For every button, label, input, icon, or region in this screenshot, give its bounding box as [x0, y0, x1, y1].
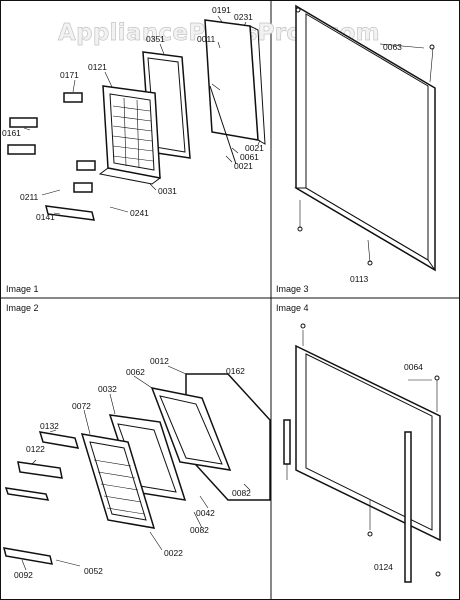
panel2-front-frame-inner — [89, 441, 147, 521]
callout-0231: 0231 — [234, 12, 253, 22]
screw-3d — [295, 7, 301, 13]
callout-0162: 0162 — [226, 366, 245, 376]
callout-0124: 0124 — [374, 562, 393, 572]
door-frame-side — [98, 167, 162, 185]
callout-0031: 0031 — [158, 186, 177, 196]
callout-0011: 0011 — [197, 34, 216, 44]
caption-image-1: Image 1 — [6, 284, 39, 294]
callout-0171: 0171 — [60, 70, 79, 80]
callout-0063: 0063 — [383, 42, 402, 52]
callout-0021-upper: 0021 — [245, 143, 264, 153]
image2-exploded-view — [2, 365, 271, 571]
callout-0121: 0121 — [88, 62, 107, 72]
part-bin-c — [76, 160, 96, 171]
image4-cabinet-frame — [283, 323, 441, 583]
callout-0141: 0141 — [36, 212, 55, 222]
frame3-bottom — [294, 187, 436, 271]
callout-0072: 0072 — [72, 401, 91, 411]
callout-0062: 0062 — [126, 367, 145, 377]
callout-0161: 0161 — [2, 128, 21, 138]
image3-cabinet-frame — [294, 4, 436, 272]
screw-3a — [297, 226, 303, 232]
callout-0092: 0092 — [14, 570, 33, 580]
callout-0082-right: 0082 — [232, 488, 251, 498]
frame4-inner — [305, 353, 433, 531]
part-0161-bin-b — [7, 144, 36, 155]
part-0161-bin-a — [9, 117, 38, 128]
callout-0351: 0351 — [146, 34, 165, 44]
callout-0132: 0132 — [40, 421, 59, 431]
screw-4a — [300, 323, 306, 329]
frame4-outer — [295, 344, 441, 542]
panel2-gasket — [150, 386, 232, 471]
part-0141-rail — [45, 205, 95, 221]
callout-0241: 0241 — [130, 208, 149, 218]
panel2-shelves — [93, 459, 145, 515]
image1-exploded-view — [7, 15, 266, 221]
panel2-gasket-inner — [159, 395, 223, 465]
callout-0042: 0042 — [196, 508, 215, 518]
screw-4b — [434, 375, 440, 381]
callout-0052: 0052 — [84, 566, 103, 576]
back-panel-hinge — [211, 83, 221, 91]
callout-0113: 0113 — [350, 274, 369, 284]
part-0171-block — [63, 92, 83, 103]
caption-image-2: Image 2 — [6, 303, 39, 313]
door-frame-inner — [109, 93, 155, 171]
caption-image-3: Image 3 — [276, 284, 309, 294]
panel2-front-frame — [80, 433, 156, 529]
frame4-tube-right — [404, 431, 412, 583]
callout-0122: 0122 — [26, 444, 45, 454]
callout-0061: 0061 — [240, 152, 259, 162]
callout-0191: 0191 — [212, 5, 231, 15]
callout-0064: 0064 — [404, 362, 423, 372]
caption-image-4: Image 4 — [276, 303, 309, 313]
part-bin-d — [73, 182, 93, 193]
part-tray-upper — [4, 487, 50, 501]
callout-0022: 0022 — [164, 548, 183, 558]
callout-0021-lower: 0021 — [234, 161, 253, 171]
part-0122-bin — [17, 461, 63, 479]
frame4-tube-left — [283, 419, 291, 465]
callout-0032: 0032 — [98, 384, 117, 394]
callout-0012: 0012 — [150, 356, 169, 366]
screw-4d — [435, 571, 441, 577]
callout-0211: 0211 — [20, 192, 39, 202]
door-shelves — [112, 97, 154, 169]
callout-0082-lower: 0082 — [190, 525, 209, 535]
bracket-strip — [209, 85, 237, 165]
screw-3c — [429, 44, 435, 50]
part-0132-bin — [38, 431, 80, 449]
screw-4c — [367, 531, 373, 537]
back-panel-edge — [249, 25, 266, 145]
screw-3b — [367, 260, 373, 266]
part-0092-rail — [2, 547, 54, 565]
